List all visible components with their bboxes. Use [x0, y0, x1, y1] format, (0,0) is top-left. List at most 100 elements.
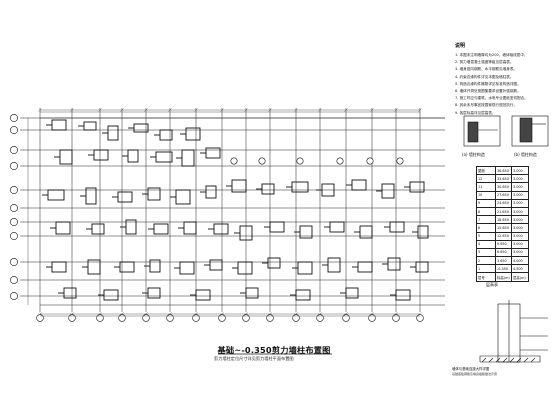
note-line: 4. 约束边缘构件详见本图及墙柱表。 [455, 74, 514, 79]
grid-lines [20, 108, 445, 312]
note-line: 5. 构造边缘构件箍筋详见标准构造详图。 [455, 81, 521, 86]
wall-column [117, 191, 133, 203]
axis-bubble [192, 314, 200, 322]
dimension-tick [220, 312, 224, 316]
level-table-cell: 3.000 [511, 198, 529, 208]
level-table-cell: 3.000 [511, 247, 529, 258]
dimension-tick [418, 108, 422, 112]
axis-bubble [10, 114, 18, 122]
wall-column [345, 287, 359, 299]
wall-column [291, 181, 309, 193]
axis-bubble [142, 314, 150, 322]
drawing-subtitle: 剪力墙柱定位尺寸详见剪力墙柱平面布置图 [214, 356, 294, 361]
axis-bubble [416, 314, 424, 322]
axis-bubble [96, 314, 104, 322]
dimension-tick [168, 108, 172, 112]
section-hatch [516, 357, 522, 363]
wall-column [59, 149, 73, 165]
axis-bubble [392, 314, 400, 322]
axis-bubble [10, 218, 18, 226]
axis-bubble [218, 314, 226, 322]
drawing-title-box: 基础~-0.350剪力墙柱布置图 [217, 343, 331, 357]
wall-column [51, 119, 67, 131]
level-table-caption: 层高表 [486, 282, 498, 287]
wall-column [245, 287, 259, 299]
level-table-cell: 10 [476, 190, 496, 200]
detail-a-column [467, 121, 479, 143]
level-table-cell: 3.000 [511, 223, 529, 233]
dimension-tick [344, 312, 348, 316]
wall-column [389, 221, 405, 233]
wall-column [181, 149, 195, 167]
drawing-title: 基础~-0.350剪力墙柱布置图 [217, 345, 331, 355]
axis-bubble [68, 314, 76, 322]
level-table-cell: 3.000 [511, 215, 529, 225]
wall-column [85, 187, 97, 205]
level-table-cell: 3.650 [495, 256, 512, 266]
dimension-lines [27, 108, 422, 355]
level-table-cell: 3.000 [511, 165, 529, 176]
section-hatch [488, 357, 494, 363]
level-table-cell: 3.000 [511, 231, 529, 241]
section-caption-secondary: 基础底板钢筋及墙身插筋做法示意 [452, 372, 498, 376]
level-table-cell: 9 [476, 198, 496, 208]
wall-column [83, 121, 97, 131]
level-table-cell: 11 [476, 182, 496, 192]
axis-bubble [296, 157, 304, 165]
level-table-cell: 层高(m) [511, 272, 529, 282]
level-table-cell: 30.650 [495, 182, 512, 192]
level-table-cell: -0.350 [495, 264, 512, 274]
level-table-cell: 9.650 [495, 239, 512, 249]
level-table-cell: 18.650 [495, 215, 512, 225]
axis-bubble [10, 292, 18, 300]
axis-bubble [118, 314, 126, 322]
note-line: 2. 剪力墙混凝土强度等级见层高表。 [455, 60, 514, 65]
dimension-tick [120, 312, 124, 316]
wall-column [183, 221, 197, 235]
wall-column [91, 223, 105, 235]
level-table-cell: 标高(m) [495, 272, 512, 282]
axis-bubble [396, 157, 404, 165]
dimension-tick [318, 108, 322, 112]
dimension-tick [418, 312, 422, 316]
dimension-tick [370, 312, 374, 316]
wall-column [179, 261, 195, 275]
axis-bubble [342, 314, 350, 322]
section-footing [479, 355, 541, 363]
axis-bubble [368, 314, 376, 322]
level-table-cell: 8 [476, 206, 496, 217]
wall-column [295, 289, 311, 301]
dimension-tick [294, 108, 298, 112]
detail-b-frame [511, 115, 549, 147]
dimension-tick [98, 312, 102, 316]
wall-column [269, 221, 285, 233]
level-table-cell: 3.000 [511, 239, 529, 249]
axis-bubble [36, 314, 44, 322]
dimension-tick [194, 312, 198, 316]
level-table-cell: 2 [476, 256, 496, 266]
section-hatch [523, 357, 529, 363]
wall-column [55, 221, 71, 235]
dimension-tick [194, 108, 198, 112]
dimension-tick [144, 312, 148, 316]
wall-column [297, 261, 313, 275]
wall-column [175, 189, 191, 205]
level-table-cell: 27.650 [495, 190, 512, 200]
section-hatch [481, 357, 487, 363]
axis-bubble [10, 186, 18, 194]
wall-column [107, 125, 119, 141]
dimension-tick [294, 312, 298, 316]
level-table-cell: 屋面 [476, 165, 496, 176]
axis-bubble [10, 258, 18, 266]
dimension-tick [370, 108, 374, 112]
level-table-cell: 36.650 [495, 165, 512, 176]
axis-bubble [10, 204, 18, 212]
